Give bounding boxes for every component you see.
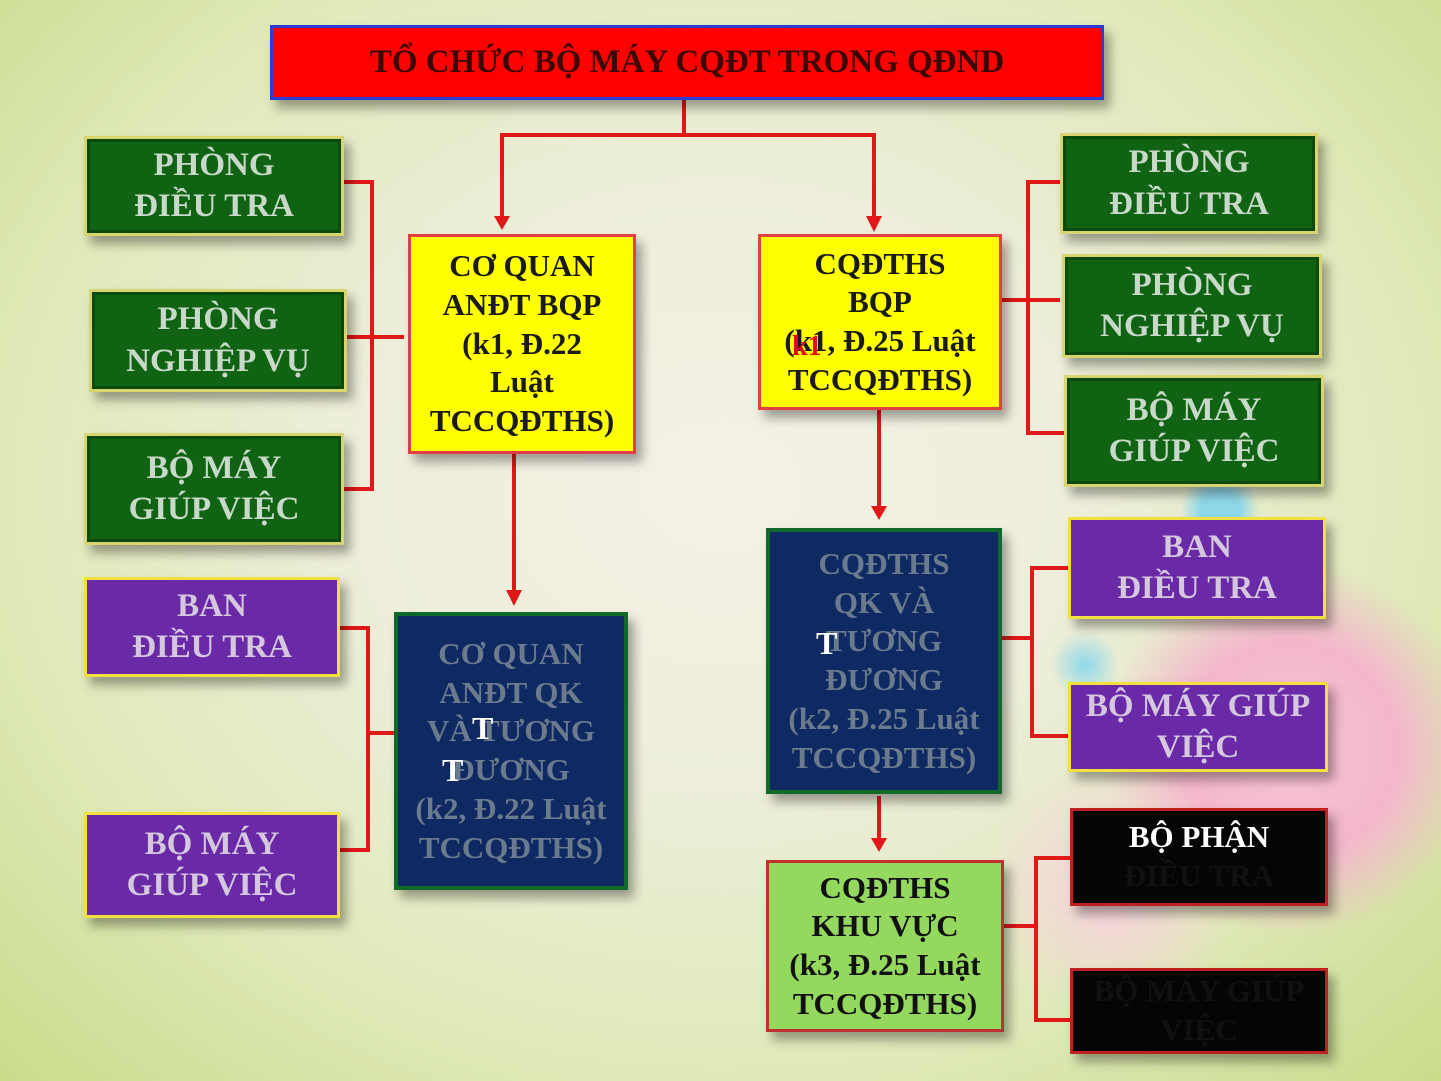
box-line: CQĐTHS [814, 245, 946, 281]
anđt-bqp-box: CƠ QUAN ANĐT BQP (k1, Đ.22 Luật TCCQĐTHS… [408, 234, 636, 454]
box-line: TCCQĐTHS) [791, 739, 977, 775]
overlay-glyph: T [442, 752, 464, 788]
box-line: (k1, Đ.22 [462, 325, 582, 361]
box-line: TCCQĐTHS) [418, 829, 604, 865]
box-line: (k2, Đ.25 Luật [788, 700, 980, 736]
left-ban-dieu-tra-box: BAN ĐIỀU TRA [84, 577, 340, 677]
box-line: NGHIỆP VỤ [1100, 308, 1284, 344]
box-line: PHÒNG [153, 146, 275, 183]
box-line: VÀ TƯƠNG [427, 713, 595, 749]
box-line: CƠ QUAN [438, 635, 584, 671]
right-bo-may-giup-viec-box-2: BỘ MÁY GIÚP VIỆC [1068, 682, 1328, 772]
right-phong-nghiep-vu-box: PHÒNG NGHIỆP VỤ [1062, 254, 1322, 358]
box-line: NGHIỆP VỤ [126, 342, 310, 379]
box-line: BỘ PHẬN [1128, 819, 1270, 855]
box-line: BỘ MÁY [1126, 391, 1262, 428]
title-text: TỔ CHỨC BỘ MÁY CQĐT TRONG QĐND [369, 43, 1005, 80]
box-line: KHU VỰC [811, 908, 959, 944]
box-line: ĐIỀU TRA [134, 188, 294, 224]
box-line: ĐIỀU TRA [1117, 570, 1277, 606]
box-line: BỘ MÁY GIÚP [1093, 973, 1305, 1009]
box-line: (k1, Đ.25 Luật [784, 323, 976, 358]
box-line: TCCQĐTHS) [787, 361, 973, 397]
overlay-glyph: T [816, 625, 838, 661]
box-line: ANĐT QK [439, 674, 583, 710]
right-bo-may-giup-viec-box: BỘ MÁY GIÚP VIỆC [1064, 375, 1324, 487]
left-bo-may-giup-viec-box: BỘ MÁY GIÚP VIỆC [84, 433, 344, 545]
box-line: ĐIỀU TRA [1109, 185, 1269, 222]
box-line: GIÚP VIỆC [126, 867, 298, 903]
box-line: BAN [177, 587, 247, 624]
box-line: BỘ MÁY [144, 825, 280, 862]
box-line: PHÒNG [1128, 144, 1250, 181]
box-line: BAN [1162, 528, 1232, 565]
box-line: GIÚP VIỆC [128, 491, 300, 527]
box-line: ĐƯƠNG [825, 662, 943, 697]
box-line: TCCQĐTHS) [792, 985, 978, 1021]
box-line: BQP [848, 284, 912, 320]
box-line: ĐIỀU TRA [1123, 858, 1275, 893]
cqdths-khu-vuc-box: CQĐTHS KHU VỰC (k3, Đ.25 Luật TCCQĐTHS) [766, 860, 1004, 1032]
box-line: CƠ QUAN [449, 248, 595, 284]
box-line: TƯƠNG [826, 623, 942, 659]
right-ban-dieu-tra-box: BAN ĐIỀU TRA [1068, 517, 1326, 619]
box-line: VIỆC [1156, 729, 1240, 765]
box-line: ĐƯƠNG [452, 752, 570, 787]
box-line: ANĐT BQP [442, 286, 602, 322]
right-bo-may-giup-viec-box-3: BỘ MÁY GIÚP VIỆC [1070, 968, 1328, 1054]
box-line: QK VÀ [833, 584, 935, 620]
anđt-qk-box: CƠ QUAN ANĐT QK VÀ TƯƠNG ĐƯƠNG (k2, Đ.22… [394, 612, 628, 890]
right-phong-dieu-tra-box: PHÒNG ĐIỀU TRA [1060, 133, 1318, 234]
cqdths-qk-box: CQĐTHS QK VÀ TƯƠNG ĐƯƠNG (k2, Đ.25 Luật … [766, 528, 1002, 794]
box-line: Luật [490, 364, 554, 400]
box-line: ĐIỀU TRA [132, 629, 292, 665]
box-line: BỘ MÁY [146, 449, 282, 486]
box-line: TCCQĐTHS) [429, 403, 615, 439]
box-line: (k3, Đ.25 Luật [789, 947, 981, 982]
overlay-glyph: T [472, 710, 494, 746]
left-bo-may-giup-viec-box-2: BỘ MÁY GIÚP VIỆC [84, 812, 340, 918]
diagram-title: TỔ CHỨC BỘ MÁY CQĐT TRONG QĐND [270, 25, 1104, 100]
cqdths-bqp-box: CQĐTHS BQP (k1, Đ.25 Luật TCCQĐTHS) [758, 234, 1002, 410]
box-line: VIỆC [1160, 1012, 1238, 1047]
box-line: PHÒNG [157, 301, 279, 338]
box-line: CQĐTHS [819, 869, 951, 905]
bo-phan-dieu-tra-box: BỘ PHẬN ĐIỀU TRA [1070, 808, 1328, 906]
left-phong-nghiep-vu-box: PHÒNG NGHIỆP VỤ [89, 289, 347, 392]
box-line: BỘ MÁY GIÚP [1085, 687, 1311, 724]
overlay-glyph: k1 [792, 331, 822, 362]
left-phong-dieu-tra-box: PHÒNG ĐIỀU TRA [84, 136, 344, 236]
box-line: PHÒNG [1131, 266, 1253, 303]
box-line: GIÚP VIỆC [1108, 433, 1280, 469]
box-line: (k2, Đ.22 Luật [415, 790, 607, 826]
box-line: CQĐTHS [818, 545, 950, 581]
